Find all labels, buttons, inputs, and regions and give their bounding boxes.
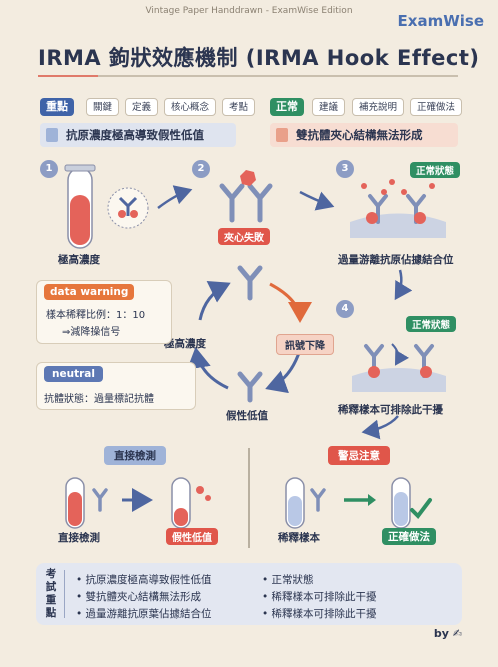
summary-item-6: • 稀釋樣本可排除此干擾: [262, 608, 377, 620]
banner-right: 雙抗體夾心結構無法形成: [270, 123, 458, 147]
tag-item-2: 定義: [125, 98, 159, 116]
summary-item-2: • 雙抗體夾心結構無法形成: [76, 591, 202, 603]
step1-label: 極高濃度: [58, 254, 100, 266]
summary-item-3: • 過量游離抗原葉佔據結合位: [76, 608, 212, 620]
antibody-surface-saturated: [350, 179, 446, 238]
data-warning-line1: 樣本稀釋比例：1：10: [46, 310, 146, 321]
summary-item-4: • 正常狀態: [262, 574, 314, 586]
antibody-small-icon-2: [310, 488, 326, 512]
tag-item-7: 正確做法: [410, 98, 463, 116]
cycle-arrow-to-top: [198, 280, 231, 321]
neutral-note-text: 抗體狀態：過量標記抗體: [44, 394, 154, 405]
step-number-4: 4: [336, 300, 354, 318]
alert-tag: 警忌注意: [328, 446, 390, 465]
cycle-arrow-signal-drop: [269, 282, 312, 323]
cycle-antibody-top: [237, 265, 263, 301]
summary-box: [36, 563, 462, 625]
tag-item-6: 補充說明: [352, 98, 405, 116]
summary-item-1: • 抗原濃度極高導致假性低值: [76, 574, 212, 586]
summary-side-label: 考試重點: [45, 568, 57, 619]
edition-line: Vintage Paper Handdrawn - ExamWise Editi…: [145, 6, 353, 16]
arrow-2-3: [299, 190, 335, 211]
cycle-arrow-to-high: [187, 347, 229, 390]
step-number-1: 1: [40, 160, 58, 178]
step4-badge: 正常狀態: [406, 316, 457, 332]
banner-left-text: 抗原濃度極高導致假性低值: [66, 128, 204, 142]
tag-item-4: 考點: [222, 98, 256, 116]
tag-item-5: 建議: [312, 98, 346, 116]
cycle-antibody-bottom: [237, 371, 263, 403]
diluted-sample-label: 稀釋樣本: [278, 532, 320, 544]
zoom-bubble-icon: [107, 187, 149, 229]
false-low-tag: 假性低值: [166, 528, 218, 545]
cycle-arrow-to-low: [265, 349, 302, 394]
step3-label: 過量游離抗原佔據結合位: [338, 254, 454, 266]
step4-label: 稀釋樣本可排除此干擾: [338, 404, 443, 416]
cycle-label-high: 極高濃度: [164, 338, 206, 350]
arrow-1-2: [157, 185, 193, 209]
arrow-3-4: [394, 269, 413, 301]
direct-test-head: 直接檢測: [104, 446, 166, 465]
banner-left: 抗原濃度極高導致假性低值: [40, 123, 236, 147]
step-number-3: 3: [336, 160, 354, 178]
tube-direct-test: [65, 477, 85, 529]
tube-diluted: [285, 477, 305, 529]
brand-logo: ExamWise: [397, 12, 484, 30]
data-warning-line2: ⇒減降操信号: [62, 327, 121, 338]
antibody-surface-diluted: [352, 343, 446, 392]
tag-item-1: 關鍵: [86, 98, 120, 116]
banner-right-text: 雙抗體夾心結構無法形成: [296, 128, 423, 142]
neutral-note-title: neutral: [44, 366, 103, 382]
arrow-4-alert: [361, 415, 399, 440]
tag-main-key: 重點: [40, 98, 74, 116]
summary-side-bar: [64, 570, 65, 618]
antibody-pair-icon: [219, 170, 273, 223]
title-underline-accent: [38, 75, 98, 77]
title-underline: [38, 75, 458, 77]
cycle-label-false-low: 假性低值: [226, 410, 268, 422]
correct-method-tag: 正確做法: [382, 528, 436, 545]
tube-correct: [391, 477, 432, 529]
tag-item-3: 核心概念: [164, 98, 217, 116]
data-warning-title: data warning: [44, 284, 135, 300]
antibody-small-icon: [92, 488, 108, 512]
step2-tag: 夾心失敗: [218, 228, 270, 245]
test-tube-high: [64, 164, 96, 249]
author-byline: by ✍: [433, 627, 462, 640]
tag-main-normal: 正常: [270, 98, 304, 116]
summary-item-5: • 稀釋樣本可排除此干擾: [262, 591, 377, 603]
banner-left-swatch: [46, 128, 58, 142]
step3-badge: 正常狀態: [410, 162, 461, 178]
tube-false-low: [171, 477, 211, 529]
direct-test-label: 直接檢測: [58, 532, 100, 544]
cycle-tag-signal-drop: 訊號下降: [276, 334, 334, 355]
arrow-correct-head: [368, 494, 376, 506]
banner-right-swatch: [276, 128, 288, 142]
page-title: IRMA 鉤狀效應機制 (IRMA Hook Effect): [38, 46, 480, 70]
step-number-2: 2: [192, 160, 210, 178]
section-divider: [248, 448, 250, 548]
